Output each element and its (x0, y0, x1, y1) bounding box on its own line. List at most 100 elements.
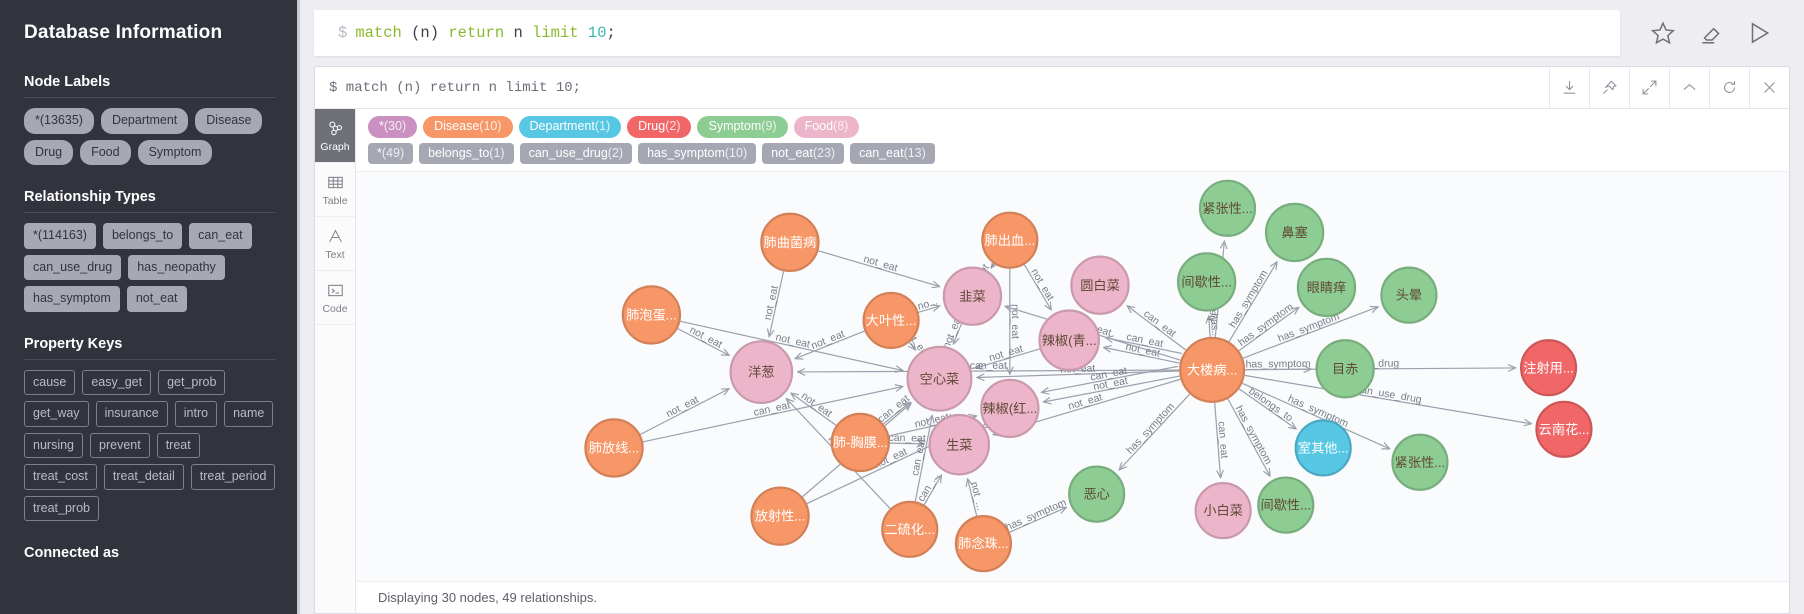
query-input[interactable]: $match (n) return n limit 10; (314, 10, 1620, 56)
sidebar-chip-department[interactable]: Department (100, 108, 189, 134)
graph-node[interactable]: 空心菜 (906, 345, 973, 412)
legend-rel-can_eat[interactable]: can_eat(13) (850, 142, 935, 164)
graph-edge[interactable] (1127, 306, 1187, 351)
legend-rel-not_eat[interactable]: not_eat(23) (762, 142, 845, 164)
graph-edge[interactable] (923, 475, 941, 505)
sidebar-chip-drug[interactable]: Drug (24, 139, 74, 165)
graph-edge[interactable] (1023, 264, 1051, 310)
sidebar-chip-name[interactable]: name (224, 401, 274, 427)
graph-edge[interactable] (1209, 316, 1210, 338)
sidebar-chip-13635[interactable]: *(13635) (24, 108, 94, 134)
graph-node[interactable]: 辣椒(青... (1038, 309, 1100, 372)
graph-node[interactable]: 辣椒(红... (980, 378, 1040, 439)
graph-node[interactable]: 云南花... (1535, 400, 1593, 458)
sidebar-chip-treat_prob[interactable]: treat_prob (24, 495, 99, 521)
graph-node[interactable]: 头晕 (1380, 266, 1438, 324)
graph-edge[interactable] (1238, 388, 1296, 429)
sidebar-chip-has_neopathy[interactable]: has_neopathy (128, 254, 225, 280)
graph-edge[interactable] (1043, 375, 1180, 402)
sidebar-chip-treat[interactable]: treat (156, 432, 200, 458)
sidebar-chip-get_way[interactable]: get_way (24, 401, 89, 427)
sidebar-chip-belongs_to[interactable]: belongs_to (102, 223, 183, 249)
view-graph[interactable]: Graph (315, 109, 355, 163)
sidebar-chip-treat_detail[interactable]: treat_detail (103, 464, 184, 490)
sidebar-chip-intro[interactable]: intro (174, 401, 218, 427)
legend-label-Department[interactable]: Department(1) (518, 116, 622, 138)
sidebar-chip-can_use_drug[interactable]: can_use_drug (24, 254, 122, 280)
graph-edge[interactable] (677, 328, 729, 356)
graph-node[interactable]: 肺曲菌病 (760, 212, 820, 273)
graph-node[interactable]: 二硫化... (881, 500, 939, 558)
sidebar-chip-cause[interactable]: cause (24, 369, 76, 395)
legend-label-Drug[interactable]: Drug(2) (627, 116, 692, 138)
graph-edge[interactable] (1228, 262, 1277, 342)
graph-edge[interactable] (1245, 368, 1515, 370)
graph-node[interactable]: 洋葱 (729, 340, 794, 404)
graph-edge[interactable] (1104, 347, 1180, 364)
graph-edge[interactable] (1041, 365, 1178, 392)
graph-node[interactable]: 韭菜 (942, 266, 1003, 326)
graph-node[interactable]: 紧张性... (1391, 433, 1449, 491)
legend-label-Food[interactable]: Food(8) (793, 116, 860, 138)
graph-edge[interactable] (798, 370, 1180, 372)
sidebar-chip-nursing[interactable]: nursing (24, 432, 83, 458)
graph-node[interactable]: 大叶性... (862, 291, 920, 350)
graph-node[interactable]: 大楼病... (1179, 336, 1246, 403)
pin-icon[interactable] (1589, 67, 1629, 108)
graph-node[interactable]: 目赤 (1315, 339, 1375, 399)
sidebar-chip-insurance[interactable]: insurance (95, 401, 168, 427)
graph-node[interactable]: 间歇性... (1257, 476, 1315, 534)
legend-rel-can_use_drug[interactable]: can_use_drug(2) (519, 142, 633, 164)
graph-edge[interactable] (968, 479, 978, 516)
graph-node[interactable]: 室其他... (1294, 419, 1352, 477)
graph-node[interactable]: 肺泡蛋... (621, 285, 682, 345)
graph-edge[interactable] (769, 271, 785, 336)
close-icon[interactable] (1749, 67, 1789, 108)
sidebar-chip-treat_cost[interactable]: treat_cost (24, 464, 97, 490)
graph-edge[interactable] (642, 386, 903, 443)
legend-rel-has_symptom[interactable]: has_symptom(10) (638, 142, 757, 164)
legend-rel-belongs_to[interactable]: belongs_to(1) (419, 142, 514, 164)
chevron-up-icon[interactable] (1669, 67, 1709, 108)
graph-edge[interactable] (991, 264, 994, 268)
sidebar-chip-not_eat[interactable]: not_eat (126, 286, 187, 312)
graph-edge[interactable] (953, 323, 962, 344)
graph-edge[interactable] (889, 443, 924, 444)
graph-node[interactable]: 小白菜 (1194, 482, 1252, 540)
graph-node[interactable]: 紧张性... (1198, 179, 1257, 237)
graph-edge[interactable] (1242, 382, 1390, 449)
graph-node[interactable]: 肺出血... (981, 211, 1039, 269)
graph-node[interactable]: 鼻塞 (1264, 202, 1325, 263)
sidebar-chip-prevent[interactable]: prevent (90, 432, 150, 458)
sidebar-chip-has_symptom[interactable]: has_symptom (24, 286, 120, 312)
graph-edge[interactable] (918, 306, 939, 313)
graph-edge[interactable] (795, 330, 865, 359)
refresh-icon[interactable] (1709, 67, 1749, 108)
legend-label-[interactable]: *(30) (368, 116, 418, 138)
sidebar-chip-disease[interactable]: Disease (195, 108, 263, 134)
view-table[interactable]: Table (315, 163, 355, 217)
graph-node[interactable]: 肺-胸膜... (830, 412, 890, 473)
graph-edge[interactable] (680, 320, 903, 370)
graph-edge[interactable] (818, 250, 939, 287)
graph-node[interactable]: 放射性... (750, 486, 810, 546)
legend-rel-all[interactable]: *(49) (368, 142, 414, 164)
legend-label-Symptom[interactable]: Symptom(9) (697, 116, 788, 138)
sidebar-chip-easy_get[interactable]: easy_get (82, 369, 152, 395)
sidebar-chip-food[interactable]: Food (80, 139, 131, 165)
legend-label-Disease[interactable]: Disease(10) (423, 116, 513, 138)
graph-edge[interactable] (791, 393, 837, 426)
graph-edge[interactable] (1106, 338, 1182, 355)
graph-edge[interactable] (1238, 307, 1299, 352)
graph-node[interactable]: 肺念珠... (954, 515, 1013, 573)
download-icon[interactable] (1549, 67, 1589, 108)
expand-icon[interactable] (1629, 67, 1669, 108)
graph-edge[interactable] (909, 342, 915, 350)
favorite-star-icon[interactable] (1650, 20, 1676, 46)
graph-edge[interactable] (975, 348, 1040, 368)
sidebar-chip-treat_period[interactable]: treat_period (190, 464, 276, 490)
graph-node[interactable]: 圆白菜 (1070, 255, 1130, 315)
graph-edge[interactable] (1009, 507, 1067, 533)
view-code[interactable]: Code (315, 271, 355, 325)
